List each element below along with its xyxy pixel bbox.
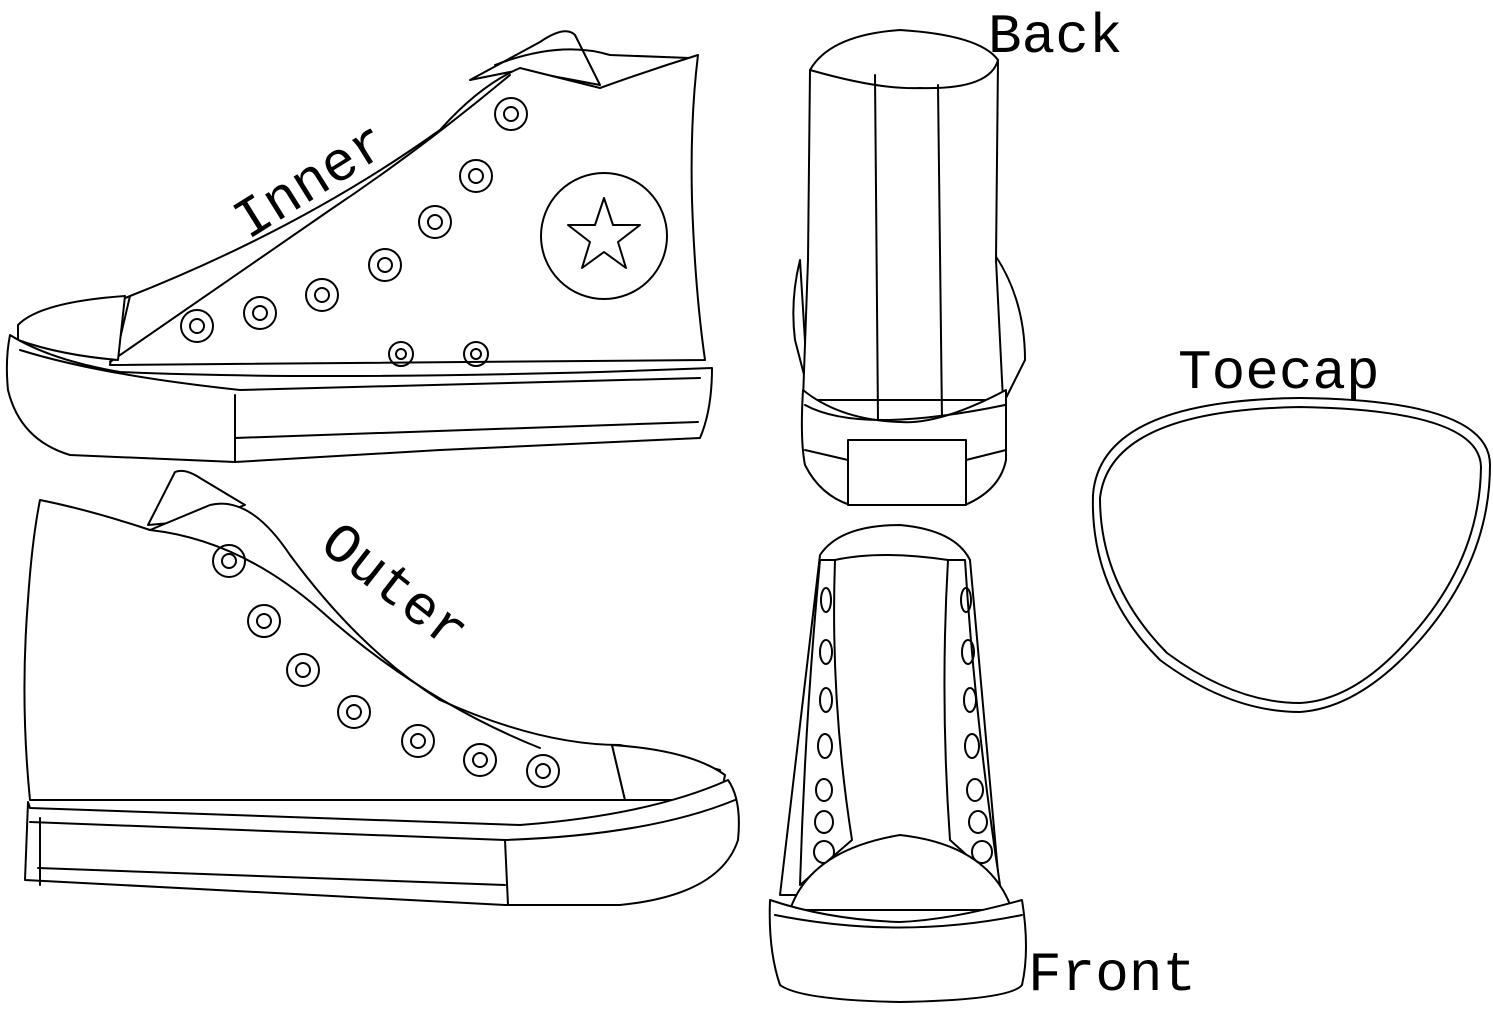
star-patch <box>541 173 667 299</box>
inner-sole <box>7 335 712 462</box>
outer-eyelets <box>213 545 559 787</box>
outer-shoe-view <box>24 471 738 905</box>
label-front: Front <box>1028 943 1196 1007</box>
back-upper <box>803 30 1003 400</box>
inner-shoe-view <box>7 31 712 462</box>
label-toecap: Toecap <box>1178 341 1380 405</box>
inner-toe-bumper <box>18 296 125 360</box>
front-tongue-left-strip <box>800 560 852 885</box>
star-icon <box>568 198 640 268</box>
front-shoe-view <box>770 525 1026 1002</box>
toecap-piece <box>1093 398 1490 712</box>
front-toe-cap <box>790 835 1012 910</box>
back-side-flare-right <box>995 255 1025 400</box>
label-back: Back <box>988 5 1122 69</box>
inner-upper <box>110 55 705 365</box>
front-eyelets <box>814 588 992 863</box>
toecap-outer <box>1093 398 1490 712</box>
inner-eyelets <box>181 98 527 366</box>
toecap-inner <box>1100 407 1481 703</box>
back-heel-label <box>847 439 967 506</box>
front-sole <box>770 900 1026 1002</box>
inner-tongue <box>470 31 600 85</box>
back-shoe-view <box>793 30 1025 506</box>
outer-upper <box>24 500 720 800</box>
